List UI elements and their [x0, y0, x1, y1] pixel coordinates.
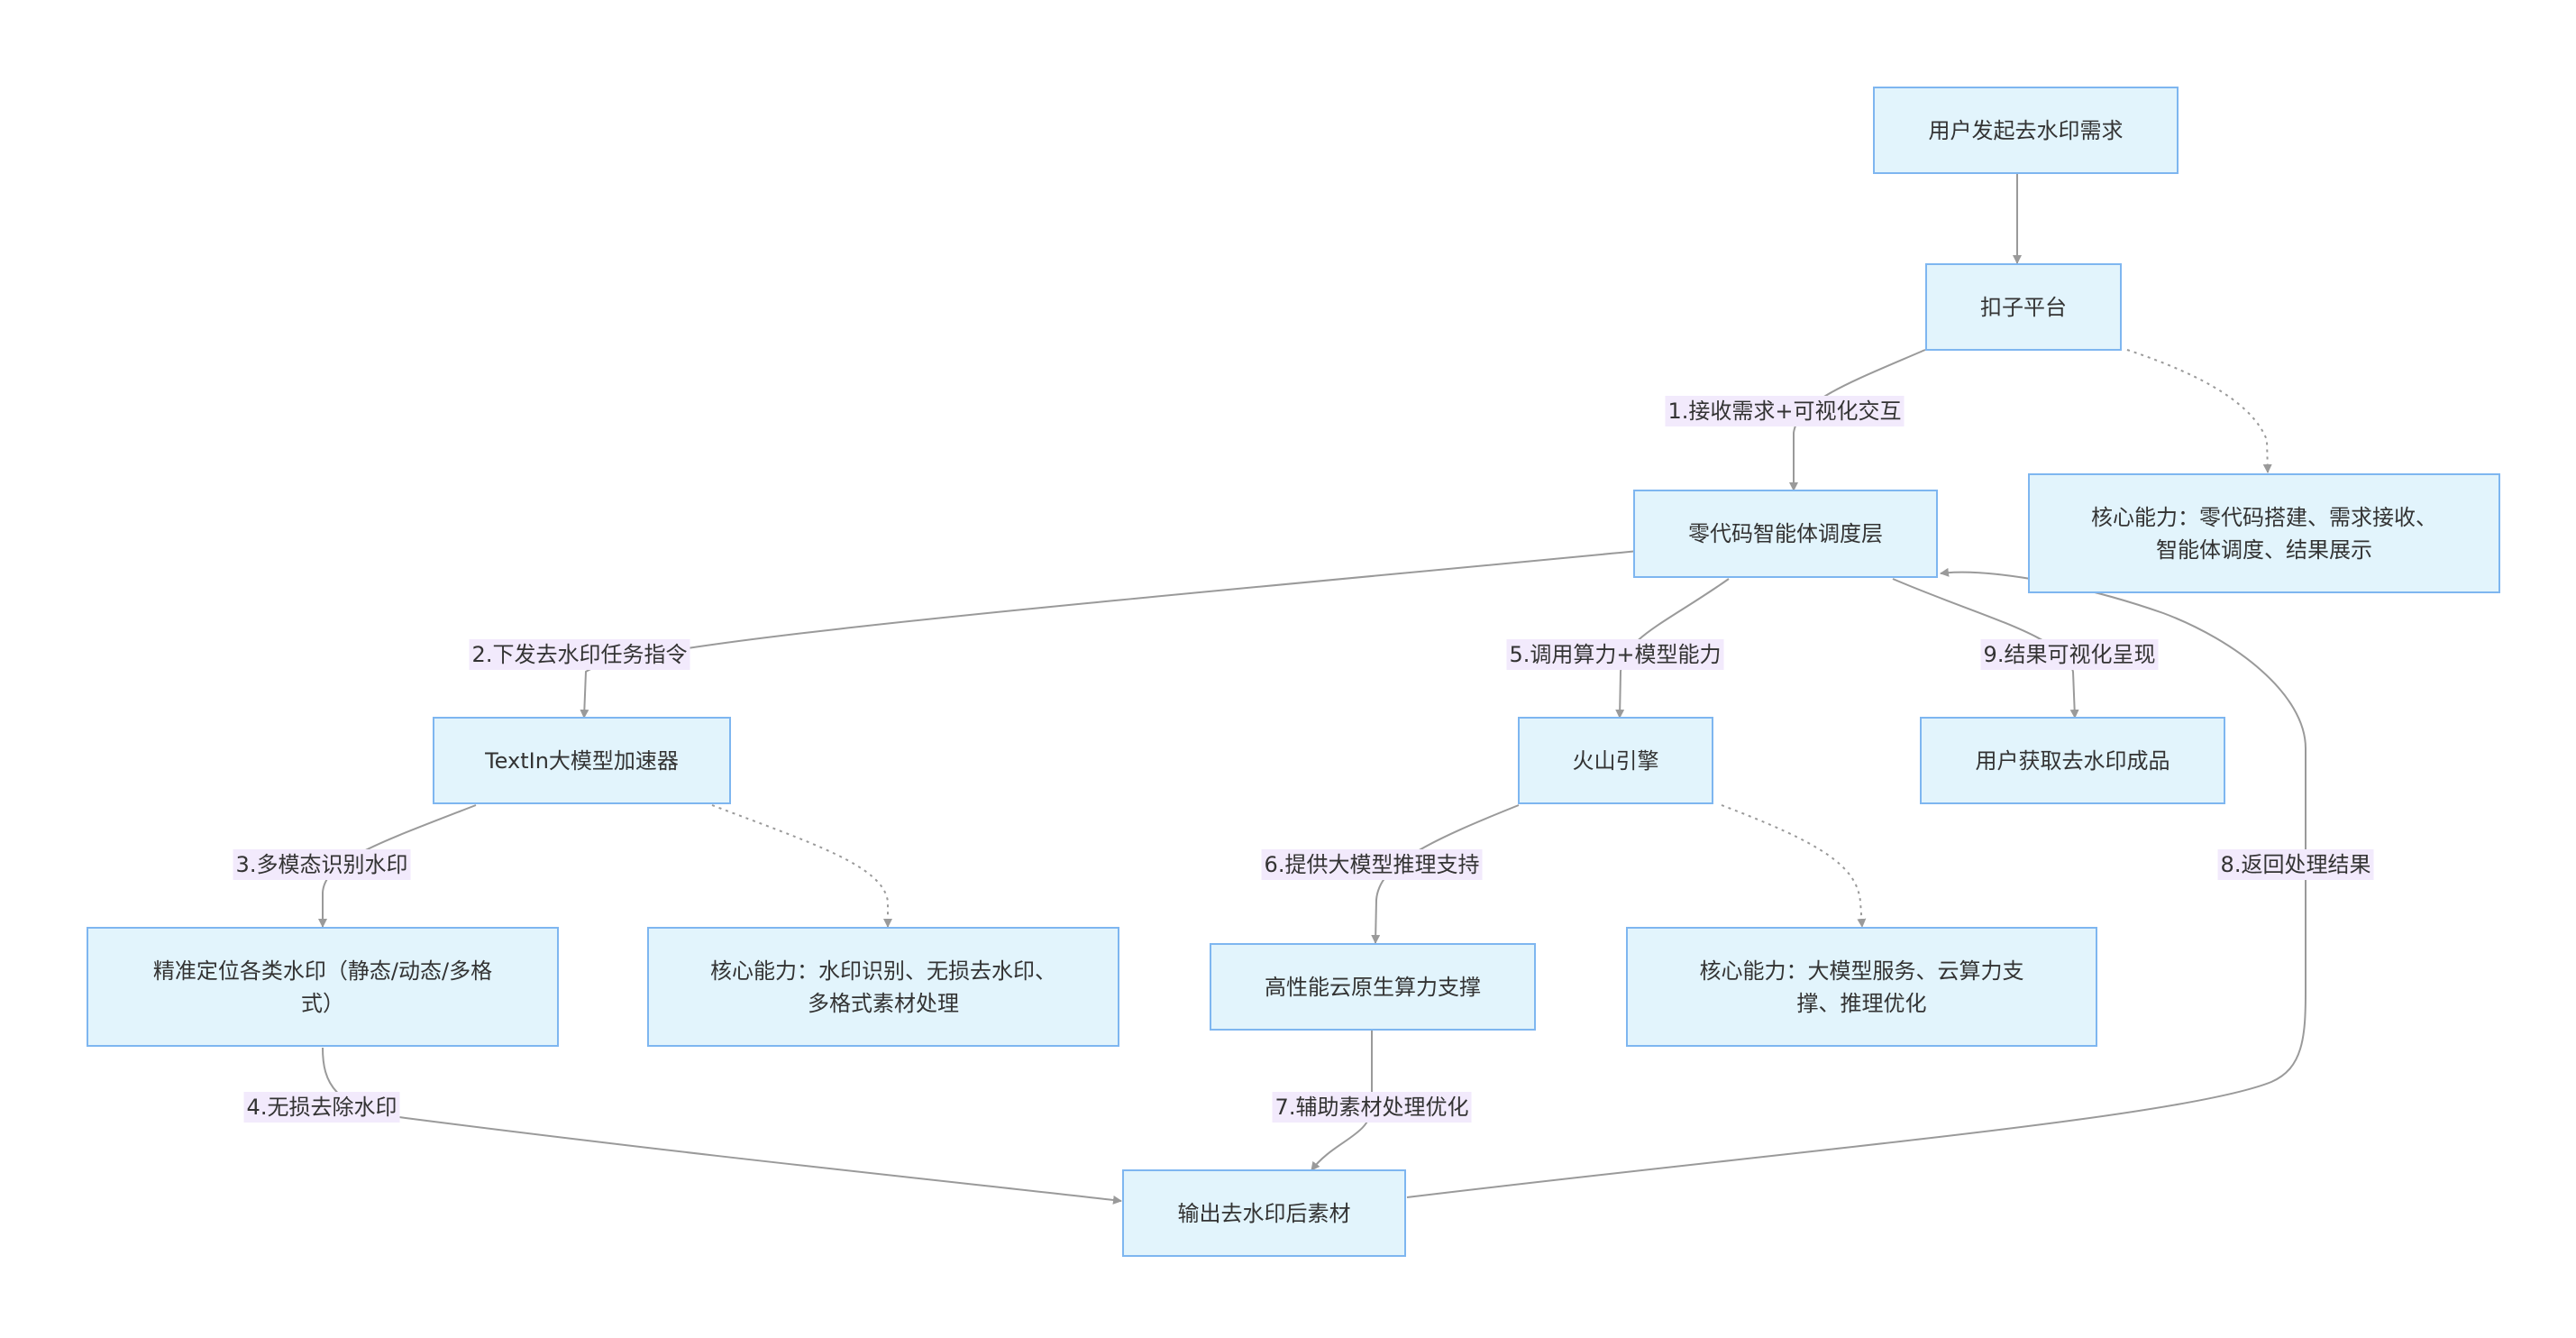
edge-kouzi-to-core [2126, 349, 2272, 473]
node-user-request[interactable]: 用户发起去水印需求 [1873, 87, 2179, 174]
edge-locate-to-output [322, 1047, 1122, 1205]
node-kouzi-platform[interactable]: 扣子平台 [1925, 263, 2122, 351]
node-volcano-engine-label: 火山引擎 [1572, 747, 1659, 774]
node-textin-accelerator[interactable]: TextIn大模型加速器 [433, 717, 731, 804]
node-textin-core[interactable]: 核心能力：水印识别、无损去水印、 多格式素材处理 [647, 927, 1119, 1047]
edge-kouzi-to-dispatch [1789, 349, 1926, 491]
edge-label-6: 6.提供大模型推理支持 [1261, 849, 1483, 880]
edge-label-9: 9.结果可视化呈现 [1980, 639, 2159, 670]
node-kouzi-platform-label: 扣子平台 [1980, 294, 2067, 320]
node-output-material[interactable]: 输出去水印后素材 [1122, 1169, 1406, 1257]
edge-label-7: 7.辅助素材处理优化 [1272, 1092, 1472, 1123]
node-locate-watermark[interactable]: 精准定位各类水印（静态/动态/多格 式） [87, 927, 559, 1047]
edge-label-8: 8.返回处理结果 [2217, 849, 2374, 880]
node-textin-core-label: 核心能力：水印识别、无损去水印、 多格式素材处理 [710, 958, 1056, 1016]
node-user-result-label: 用户获取去水印成品 [1975, 747, 2170, 774]
edge-label-1: 1.接收需求+可视化交互 [1665, 396, 1905, 426]
edge-volcano-to-core [1721, 804, 1867, 928]
edge-label-5: 5.调用算力+模型能力 [1506, 639, 1724, 670]
node-cloud-compute[interactable]: 高性能云原生算力支撑 [1210, 943, 1536, 1031]
node-volcano-core[interactable]: 核心能力：大模型服务、云算力支 撑、推理优化 [1626, 927, 2097, 1047]
node-locate-watermark-label: 精准定位各类水印（静态/动态/多格 式） [152, 958, 493, 1016]
node-kouzi-core-label: 核心能力：零代码搭建、需求接收、 智能体调度、结果展示 [2091, 504, 2437, 563]
node-volcano-core-label: 核心能力：大模型服务、云算力支 撑、推理优化 [1699, 958, 2024, 1016]
edge-textin-to-core [711, 804, 892, 928]
node-user-request-label: 用户发起去水印需求 [1928, 117, 2124, 143]
edge-label-4: 4.无损去除水印 [243, 1092, 400, 1123]
edge-output-to-dispatch [1406, 567, 2307, 1198]
node-volcano-engine[interactable]: 火山引擎 [1518, 717, 1713, 804]
node-dispatch-layer[interactable]: 零代码智能体调度层 [1633, 490, 1938, 578]
node-output-material-label: 输出去水印后素材 [1177, 1200, 1351, 1226]
node-textin-accelerator-label: TextIn大模型加速器 [485, 747, 679, 774]
edge-label-2: 2.下发去水印任务指令 [469, 639, 690, 670]
edge-dispatch-to-textin [580, 550, 1640, 719]
edge-label-3: 3.多模态识别水印 [233, 849, 411, 880]
node-kouzi-core[interactable]: 核心能力：零代码搭建、需求接收、 智能体调度、结果展示 [2028, 473, 2500, 593]
node-dispatch-layer-label: 零代码智能体调度层 [1688, 521, 1883, 546]
node-cloud-compute-label: 高性能云原生算力支撑 [1265, 974, 1481, 1000]
node-user-result[interactable]: 用户获取去水印成品 [1920, 717, 2225, 804]
